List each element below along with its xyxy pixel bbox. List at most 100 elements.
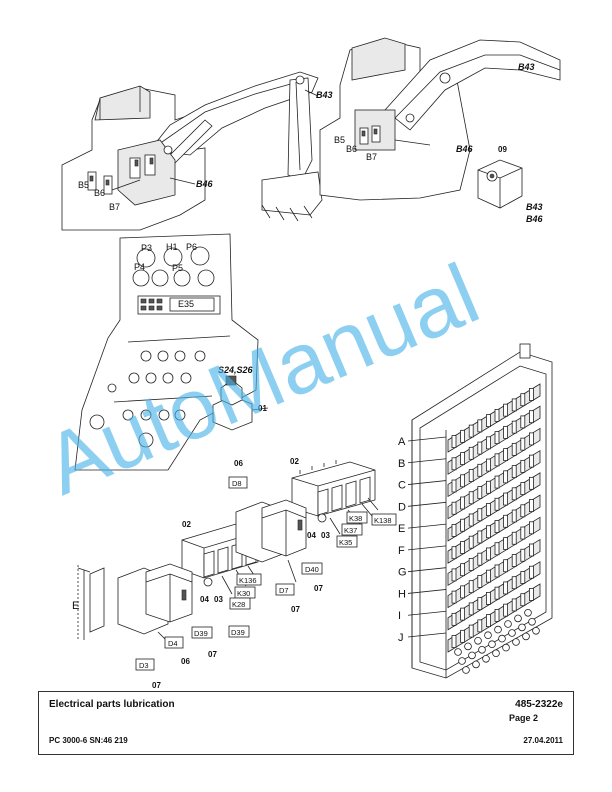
terminal [503, 537, 509, 550]
label-b43-sensor: B43 [526, 202, 543, 212]
cable-gland [502, 643, 510, 652]
cable-gland [488, 640, 496, 648]
ref-k38: K38 [349, 514, 362, 523]
cable-gland [532, 626, 540, 635]
terminal [477, 508, 483, 522]
label-part-07-b: 07 [291, 605, 300, 614]
label-b46-right: B46 [456, 144, 474, 154]
terminal [460, 585, 466, 599]
terminal [494, 586, 500, 600]
terminal [503, 559, 509, 573]
terminal [451, 590, 457, 604]
ref-d3: D3 [139, 661, 149, 670]
terminal [460, 452, 466, 465]
terminal [511, 442, 517, 456]
label-p5: P5 [172, 263, 183, 273]
terminal [468, 624, 474, 638]
boxed-reference-labels: D8 D40 D7 K38 K138 K37 K35 K136 K30 K28 … [135, 476, 397, 671]
terminal [503, 470, 509, 484]
terminal [520, 526, 526, 540]
label-p6: P6 [186, 242, 197, 252]
cabinet-row-h: H [398, 588, 406, 600]
ref-k30: K30 [237, 589, 250, 598]
cable-gland [474, 636, 482, 645]
label-s24-s26: S24,S26 [218, 365, 254, 375]
terminal [511, 420, 517, 434]
terminal [511, 398, 517, 412]
terminal [503, 514, 509, 528]
terminal [494, 564, 500, 578]
label-part-04-b: 04 [200, 595, 209, 604]
terminal [529, 410, 534, 424]
terminal [477, 486, 483, 499]
cable-gland [484, 631, 492, 639]
terminal [503, 403, 509, 417]
label-e35: E35 [178, 299, 194, 309]
terminal [451, 501, 457, 515]
terminal [520, 504, 526, 518]
cable-gland [454, 648, 462, 656]
machine-model: PC 3000-6 SN:46 219 [49, 736, 128, 745]
label-part-07-c: 07 [208, 650, 217, 659]
row-leader-line [407, 567, 447, 573]
label-part-09: 09 [498, 145, 507, 154]
module-d3-d4 [117, 563, 193, 645]
terminal [485, 592, 491, 605]
terminal [451, 479, 457, 493]
terminal [511, 554, 517, 567]
ref-d40: D40 [305, 565, 319, 574]
label-e-side: E [72, 600, 79, 612]
ref-k37: K37 [344, 526, 357, 535]
cabinet-row-a: A [398, 436, 406, 448]
label-h1: H1 [166, 242, 178, 252]
terminal [451, 524, 457, 537]
cable-gland [468, 651, 476, 660]
terminal [503, 581, 509, 595]
terminal [451, 435, 457, 448]
terminal [511, 576, 517, 590]
terminal [485, 414, 491, 428]
terminal [451, 457, 457, 471]
terminal [529, 588, 534, 601]
cabinet-row-g: G [398, 567, 407, 579]
label-b7-right: B7 [366, 152, 377, 162]
terminal [503, 448, 509, 462]
terminal [460, 496, 466, 510]
label-part-07-d: 07 [152, 681, 161, 690]
terminal [529, 432, 534, 446]
terminal [468, 491, 474, 505]
terminal [494, 408, 500, 422]
terminal [477, 463, 483, 477]
label-b43-right: B43 [518, 62, 535, 72]
label-p4: P4 [134, 262, 145, 272]
terminal [494, 497, 500, 511]
terminal [529, 454, 534, 468]
terminal [460, 541, 466, 554]
parts-diagram: B43 B46 B5 B6 B7 B43 B46 B5 B6 B7 09 B43… [32, 37, 561, 690]
terminal [494, 542, 500, 556]
row-leader-line [407, 458, 447, 464]
label-part-02-mid: 02 [182, 520, 191, 529]
row-leader-line [407, 436, 447, 442]
terminal [520, 393, 526, 407]
terminal [503, 425, 509, 439]
cabinet-row-e: E [398, 523, 405, 535]
label-part-06-b: 06 [181, 657, 190, 666]
label-b7-left: B7 [109, 202, 120, 212]
terminal [477, 530, 483, 544]
cable-gland [498, 634, 506, 643]
terminal [529, 499, 534, 512]
terminal [494, 453, 500, 467]
terminal [460, 629, 466, 643]
terminal [529, 543, 534, 557]
proximity-sensor-09 [477, 159, 523, 209]
switch-cabinet [411, 343, 553, 679]
ref-k136: K136 [239, 576, 257, 585]
cable-gland [494, 625, 502, 634]
terminal [494, 431, 500, 445]
terminal [511, 598, 517, 612]
cable-gland [478, 645, 486, 654]
terminal [520, 548, 526, 562]
terminal [485, 480, 491, 494]
terminal [468, 535, 474, 549]
